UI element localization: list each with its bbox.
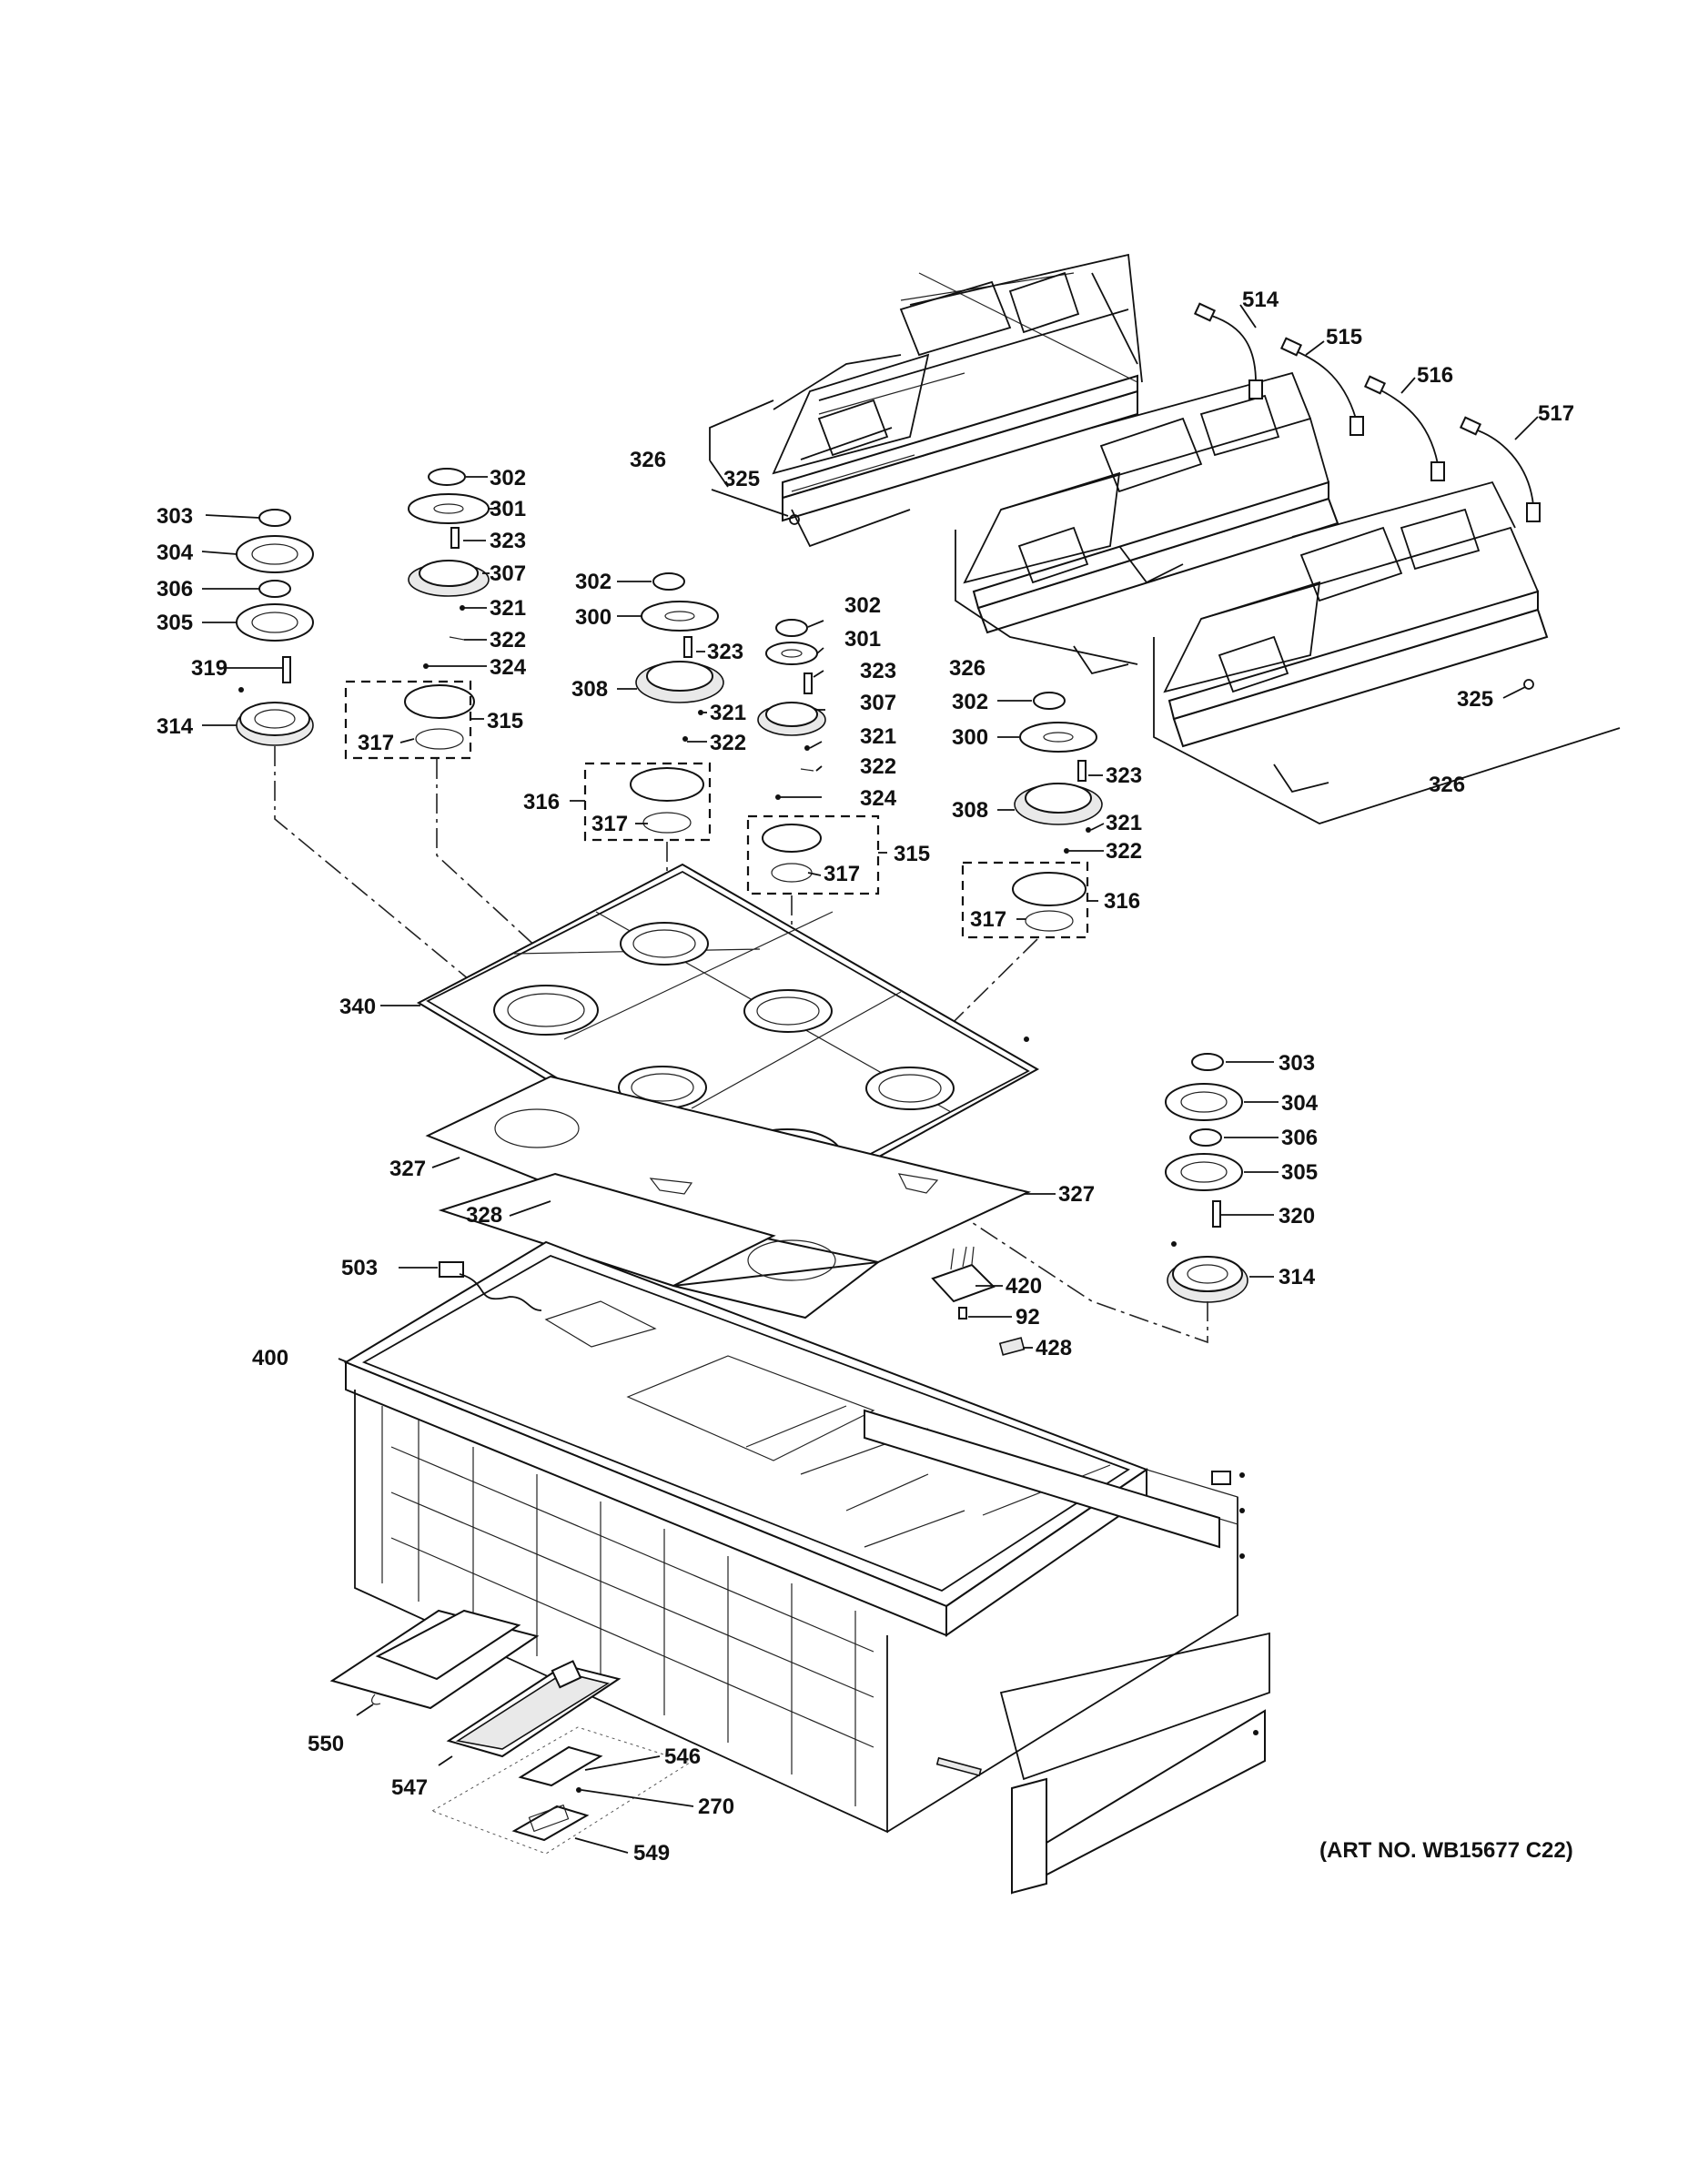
label-305: 305 (157, 611, 193, 635)
label-514: 514 (1242, 288, 1279, 312)
burner-stack-c (746, 619, 880, 895)
grate-group-middle (963, 371, 1339, 675)
label-316: 316 (523, 790, 560, 814)
label-315: 315 (487, 709, 523, 733)
label-307: 307 (490, 561, 526, 586)
callout-labels: 514 515 516 517 326 325 326 325 326 303 … (157, 288, 1574, 1866)
label-304: 304 (1281, 1091, 1319, 1116)
label-515: 515 (1326, 325, 1362, 349)
grate-group-left (772, 253, 1143, 548)
label-546: 546 (664, 1744, 701, 1769)
wire-harness (439, 1261, 542, 1311)
label-305: 305 (1281, 1160, 1318, 1185)
label-302: 302 (952, 690, 988, 714)
label-327: 327 (389, 1157, 426, 1181)
label-317: 317 (591, 812, 628, 836)
label-325: 325 (1457, 687, 1493, 712)
label-400: 400 (252, 1346, 288, 1370)
label-326: 326 (630, 448, 666, 472)
label-321: 321 (1106, 811, 1142, 835)
label-323: 323 (707, 640, 743, 664)
burner-stack-left (236, 509, 314, 746)
label-317: 317 (358, 731, 394, 755)
label-321: 321 (860, 724, 896, 749)
label-92: 92 (1016, 1305, 1040, 1330)
label-324: 324 (490, 655, 527, 680)
label-308: 308 (571, 677, 608, 702)
label-321: 321 (490, 596, 526, 621)
label-322: 322 (1106, 839, 1142, 864)
label-320: 320 (1279, 1204, 1315, 1228)
label-340: 340 (339, 995, 376, 1019)
main-chassis (343, 1240, 1270, 1895)
label-303: 303 (1279, 1051, 1315, 1076)
burner-stack-d (961, 692, 1103, 939)
label-327: 327 (1058, 1182, 1095, 1207)
igniter-module (931, 1246, 1026, 1356)
label-324: 324 (860, 786, 897, 811)
label-420: 420 (1006, 1274, 1042, 1299)
art-number: (ART NO. WB15677 C22) (1319, 1838, 1573, 1863)
label-302: 302 (844, 593, 881, 618)
label-317: 317 (970, 907, 1006, 932)
label-549: 549 (633, 1841, 670, 1866)
label-301: 301 (490, 497, 526, 521)
label-550: 550 (308, 1732, 344, 1756)
label-300: 300 (575, 605, 612, 630)
control-boards (329, 1609, 692, 1855)
label-517: 517 (1538, 401, 1574, 426)
label-317: 317 (824, 862, 860, 886)
label-270: 270 (698, 1795, 734, 1819)
label-306: 306 (1281, 1126, 1318, 1150)
label-322: 322 (490, 628, 526, 652)
label-516: 516 (1417, 363, 1453, 388)
label-326: 326 (1429, 773, 1465, 797)
label-322: 322 (860, 754, 896, 779)
label-314: 314 (1279, 1265, 1316, 1289)
label-328: 328 (466, 1203, 502, 1228)
label-322: 322 (710, 731, 746, 755)
label-302: 302 (490, 466, 526, 490)
label-314: 314 (157, 714, 194, 739)
burner-stack-right (1165, 1053, 1248, 1303)
label-308: 308 (952, 798, 988, 823)
burner-stack-a (344, 468, 490, 760)
label-302: 302 (575, 570, 612, 594)
label-306: 306 (157, 577, 193, 602)
label-323: 323 (860, 659, 896, 683)
label-326: 326 (949, 656, 986, 681)
label-321: 321 (710, 701, 746, 725)
label-547: 547 (391, 1775, 428, 1800)
label-315: 315 (894, 842, 930, 866)
heat-shield-panels (425, 1075, 1032, 1320)
label-300: 300 (952, 725, 988, 750)
label-301: 301 (844, 627, 881, 652)
burner-stack-b (583, 572, 724, 842)
label-304: 304 (157, 541, 194, 565)
label-303: 303 (157, 504, 193, 529)
label-316: 316 (1104, 889, 1140, 914)
label-323: 323 (490, 529, 526, 553)
label-325: 325 (723, 467, 760, 491)
label-428: 428 (1036, 1336, 1072, 1360)
grate-group-right (1163, 480, 1549, 794)
label-307: 307 (860, 691, 896, 715)
label-503: 503 (341, 1256, 378, 1280)
label-323: 323 (1106, 763, 1142, 788)
hose-parts (1193, 302, 1541, 522)
label-319: 319 (191, 656, 227, 681)
